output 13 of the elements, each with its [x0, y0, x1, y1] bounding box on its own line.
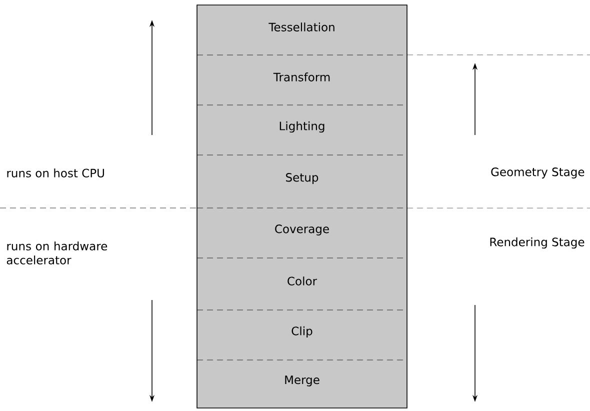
stage-label: Merge — [285, 376, 320, 386]
side-label: runs on hardware accelerator — [6, 242, 108, 264]
stage-label: Lighting — [280, 121, 324, 133]
stage-label: Setup — [286, 173, 318, 184]
stage-label: Transform — [273, 72, 330, 82]
pipeline-column — [196, 4, 408, 408]
stage-label: Tessellation — [268, 22, 334, 32]
side-label: runs on host CPU — [7, 168, 104, 178]
stage-label: Coverage — [275, 224, 329, 236]
side-label: Rendering Stage — [490, 237, 584, 249]
stage-label: Clip — [292, 326, 312, 338]
side-label: Geometry Stage — [491, 168, 584, 178]
stage-label: Color — [288, 276, 317, 286]
